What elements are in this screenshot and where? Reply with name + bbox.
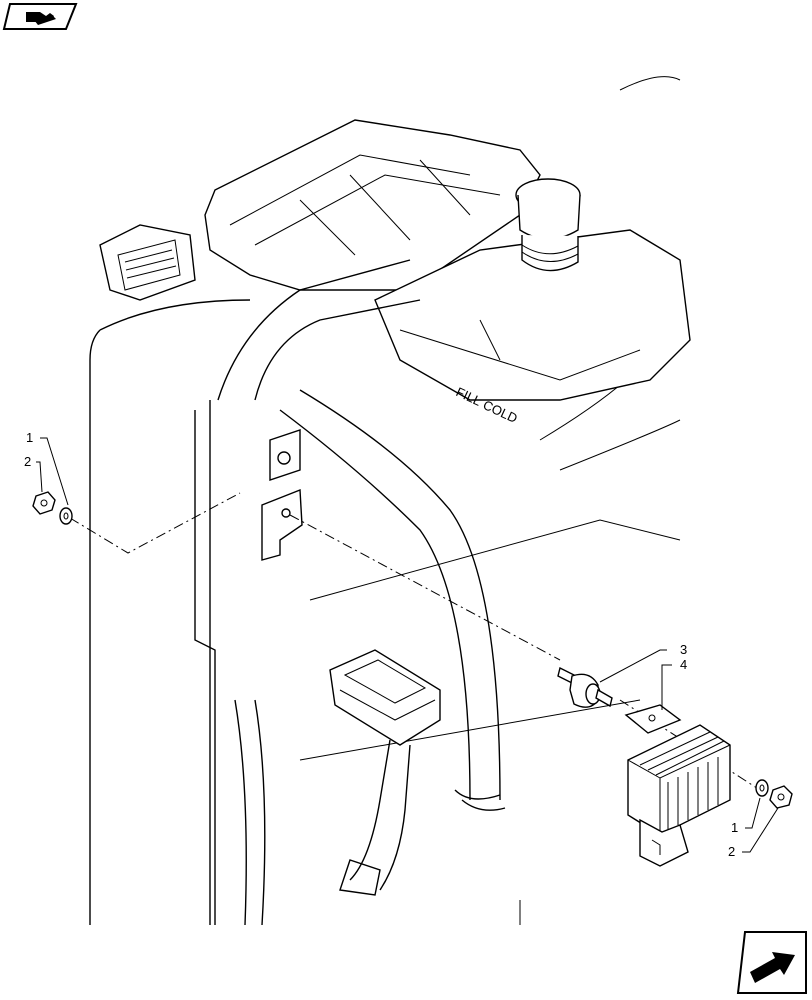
expansion-tank: FILL COLD (204, 119, 691, 426)
left-nut (32, 491, 56, 515)
tank-cold-label: COLD (481, 397, 520, 426)
callout-right-2: 2 (728, 844, 735, 859)
callout-left-1: 1 (26, 430, 33, 445)
leader-right-1 (745, 797, 761, 829)
rubber-mount (557, 666, 613, 708)
leader-left-2 (36, 461, 43, 493)
right-nut (769, 785, 793, 809)
callout-right-1: 1 (731, 820, 738, 835)
leader-part-4 (661, 664, 672, 710)
callout-part-3: 3 (680, 642, 687, 657)
book-pencil-icon[interactable] (2, 3, 78, 30)
fuse-block (329, 649, 441, 746)
wire-harness (217, 259, 506, 926)
callout-part-4: 4 (680, 657, 687, 672)
filler-cap (515, 178, 581, 272)
right-washer (755, 779, 769, 797)
callout-left-2: 2 (24, 454, 31, 469)
harness-connector (99, 224, 196, 301)
leader-part-3 (599, 649, 667, 683)
left-washer (59, 507, 73, 525)
leader-right-2 (742, 807, 779, 853)
leader-left-1 (40, 437, 69, 506)
next-page-arrow-icon[interactable] (736, 931, 807, 994)
mounting-bracket (261, 429, 303, 561)
electronic-module (624, 704, 731, 867)
machine-frame (89, 76, 681, 925)
